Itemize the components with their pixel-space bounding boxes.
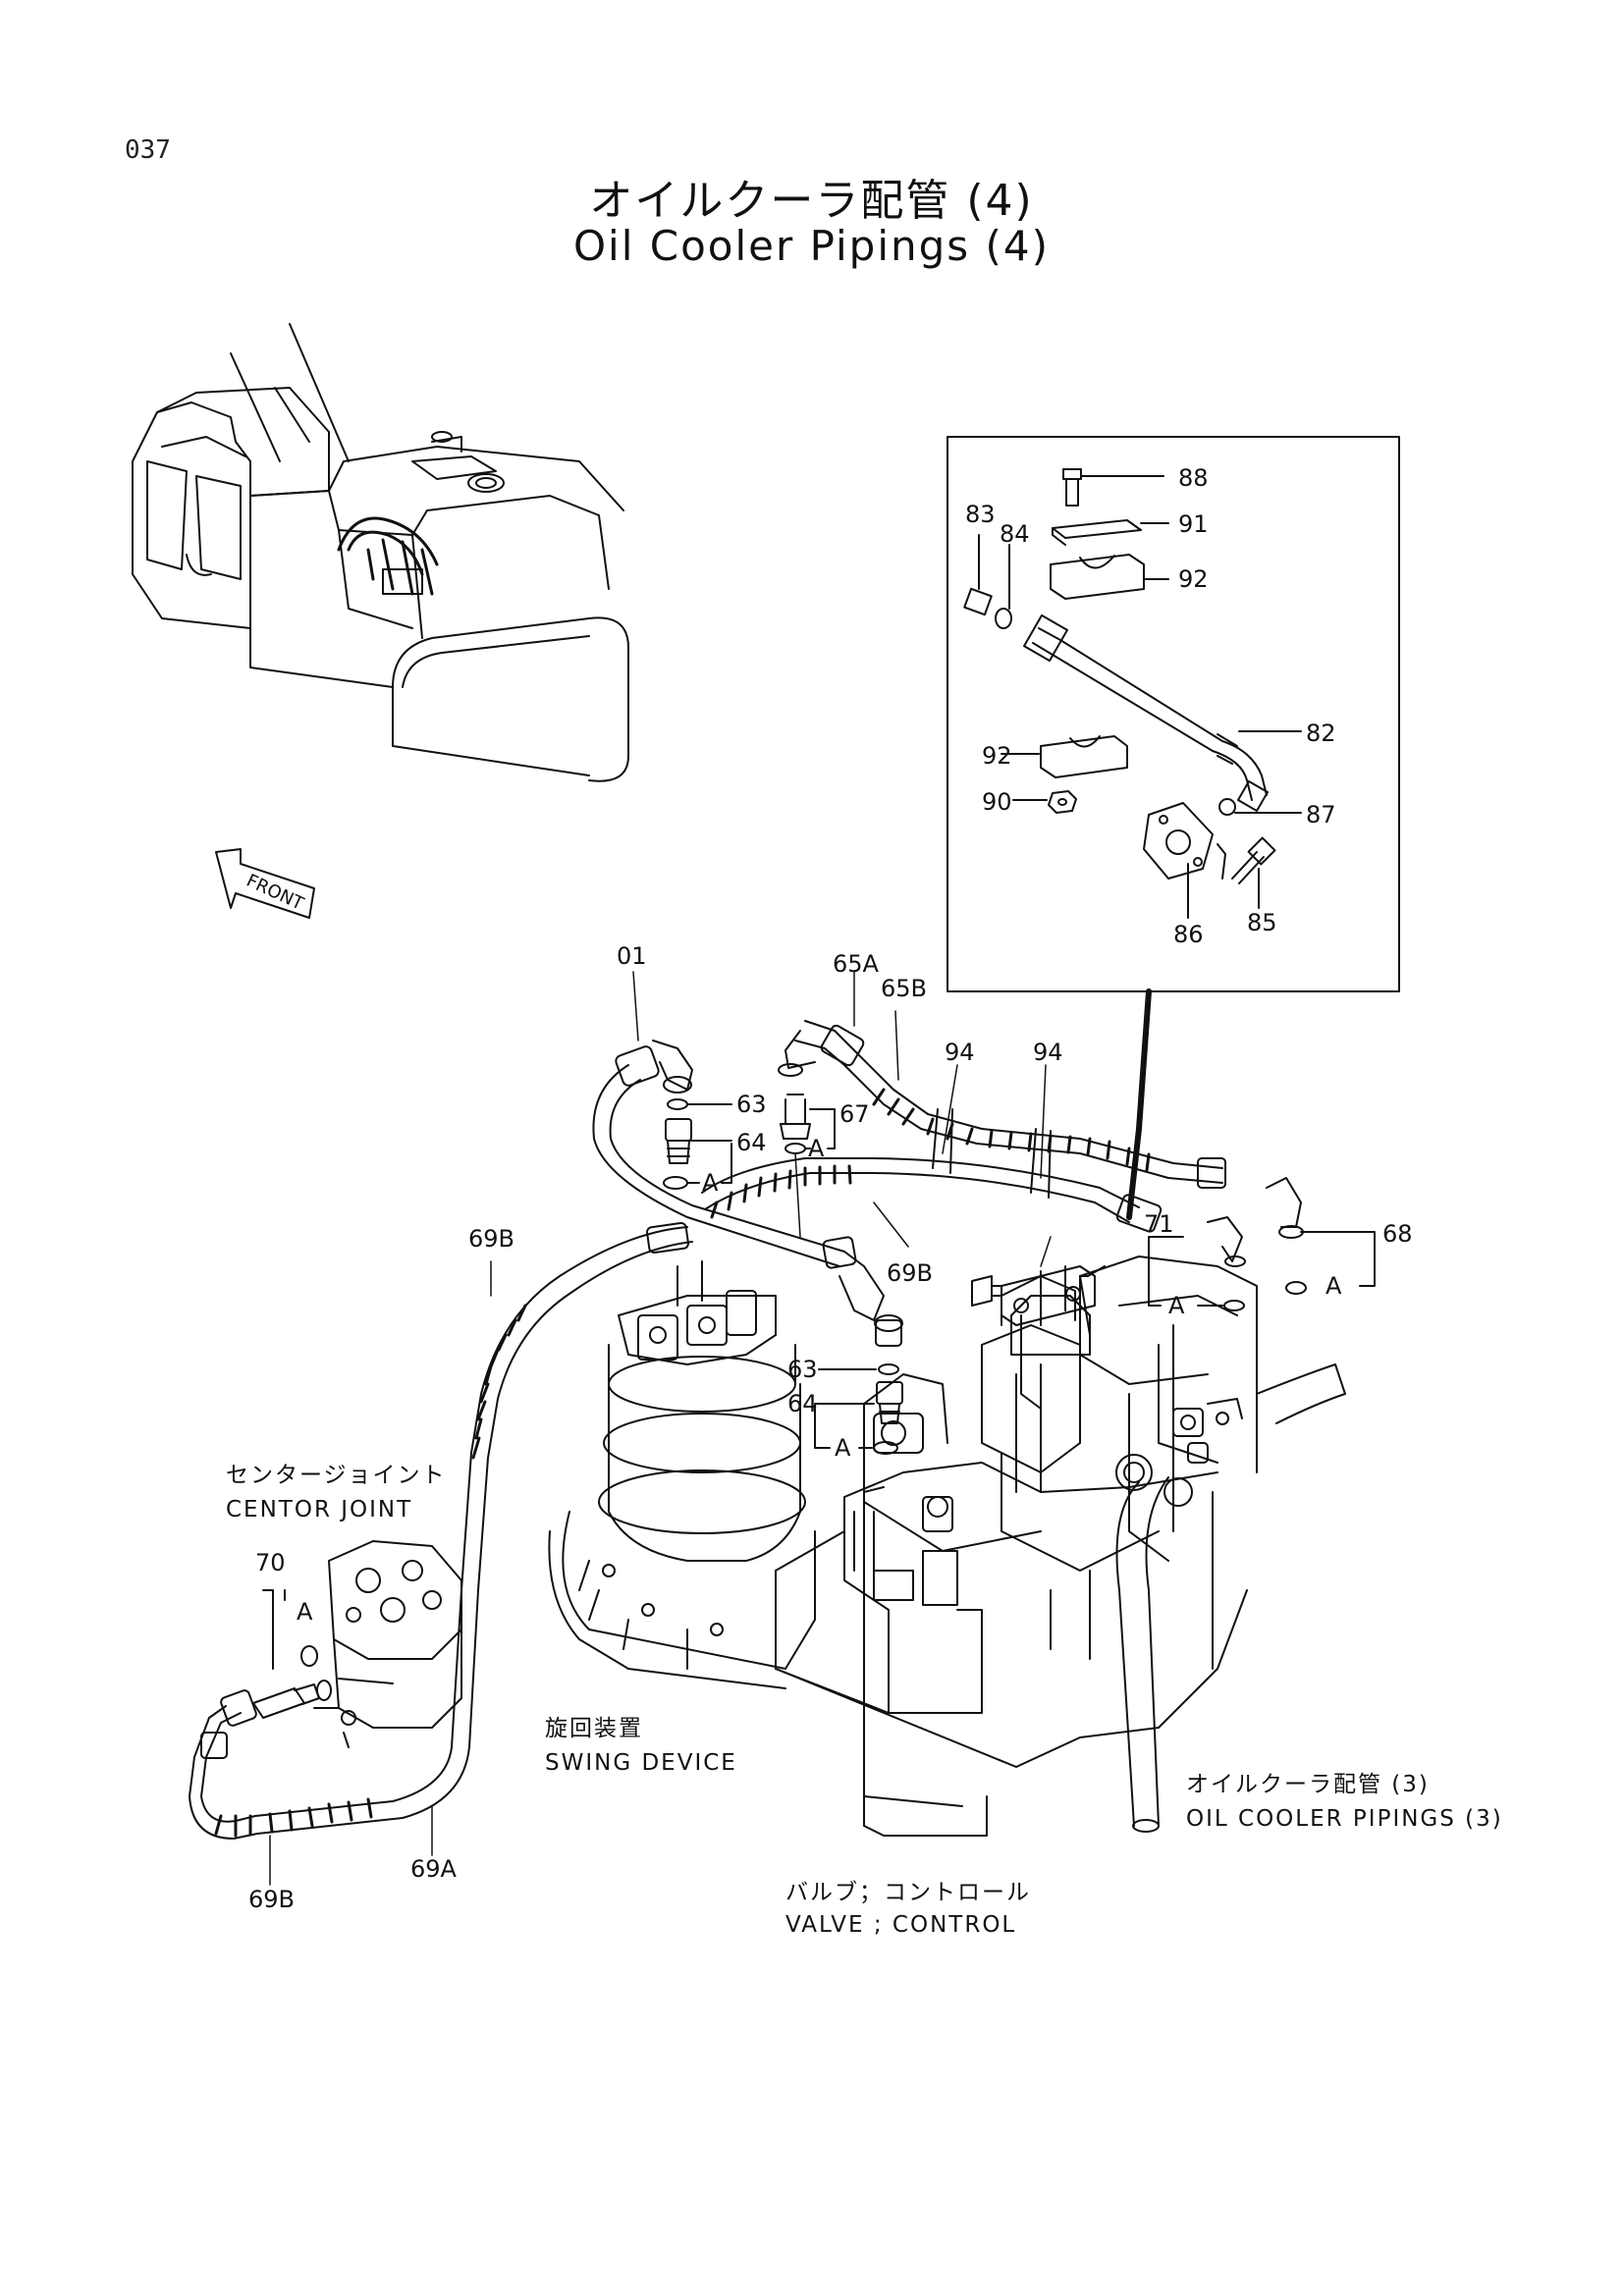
part-label-88: 88 — [1178, 464, 1209, 492]
excavator-overview-illustration — [132, 323, 629, 782]
part-label-85: 85 — [1247, 909, 1277, 936]
valve-top-manifold — [971, 1265, 1106, 1356]
caption-valve-en: VALVE ; CONTROL — [785, 1912, 1016, 1938]
part-label-65a: 65A — [833, 950, 880, 978]
detail-inset-box — [947, 436, 1400, 992]
part-number-labels: 88 91 92 83 84 82 92 90 87 86 85 01 65A … — [248, 464, 1413, 1913]
part-label-90: 90 — [982, 788, 1012, 816]
part-label-83: 83 — [965, 501, 996, 528]
part-label-64-upper: 64 — [736, 1129, 767, 1156]
page-title-english: Oil Cooler Pipings (4) — [573, 222, 1050, 270]
part-label-67: 67 — [839, 1100, 870, 1128]
control-valve-illustration — [775, 1255, 1346, 1837]
part-label-63-lower: 63 — [787, 1356, 818, 1383]
front-arrow-label: FRONT — [243, 871, 308, 915]
part-label-63-upper: 63 — [736, 1091, 767, 1118]
part-label-a-2: A — [808, 1135, 825, 1162]
swing-device-illustration — [548, 1260, 816, 1689]
part-label-84: 84 — [1000, 520, 1030, 548]
part-label-82: 82 — [1306, 720, 1336, 747]
part-label-86: 86 — [1173, 921, 1204, 948]
part-label-91: 91 — [1178, 510, 1209, 538]
caption-center-joint-en: CENTOR JOINT — [226, 1497, 412, 1522]
part-label-71: 71 — [1144, 1210, 1174, 1238]
part-label-a-5: A — [835, 1434, 851, 1462]
part-label-70: 70 — [255, 1549, 286, 1576]
fittings-and-o-rings — [262, 1094, 1376, 1670]
caption-oil-cooler-ref-en: OIL COOLER PIPINGS (3) — [1186, 1806, 1503, 1832]
part-label-a-4: A — [1325, 1272, 1342, 1300]
caption-swing-device-en: SWING DEVICE — [545, 1750, 737, 1776]
part-label-65b: 65B — [881, 975, 927, 1002]
caption-swing-device-jp: 旋回装置 — [545, 1716, 643, 1741]
part-label-87: 87 — [1306, 801, 1336, 828]
part-label-92: 92 — [1178, 565, 1209, 593]
hose-assemblies — [189, 1020, 1304, 1840]
part-label-a-1: A — [702, 1169, 719, 1197]
component-captions: センタージョイント CENTOR JOINT 旋回装置 SWING DEVICE… — [226, 1463, 1503, 1938]
part-label-68: 68 — [1382, 1220, 1413, 1248]
page-number: 037 — [125, 135, 171, 165]
caption-valve-jp: バルブ；コントロール — [785, 1880, 1031, 1905]
part-label-a-3: A — [1168, 1292, 1185, 1319]
caption-center-joint-jp: センタージョイント — [226, 1463, 447, 1488]
part-label-69a: 69A — [410, 1855, 458, 1883]
leader-lines — [269, 971, 1052, 1886]
part-label-94-left: 94 — [945, 1039, 975, 1066]
front-direction-arrow: FRONT — [215, 848, 315, 919]
part-label-69b-middle: 69B — [887, 1259, 933, 1287]
part-label-a-6: A — [297, 1598, 313, 1626]
page-title-japanese: オイルクーラ配管 (4) — [589, 176, 1034, 226]
part-label-92-lower: 92 — [982, 742, 1012, 770]
center-joint-illustration — [313, 1540, 462, 1748]
part-label-69b-left: 69B — [468, 1225, 514, 1253]
part-label-64-lower: 64 — [787, 1390, 818, 1417]
caption-oil-cooler-ref-jp: オイルクーラ配管 (3) — [1186, 1772, 1430, 1797]
part-label-94-right: 94 — [1033, 1039, 1063, 1066]
part-label-69b-bottom: 69B — [248, 1886, 295, 1913]
part-label-01: 01 — [617, 942, 647, 970]
